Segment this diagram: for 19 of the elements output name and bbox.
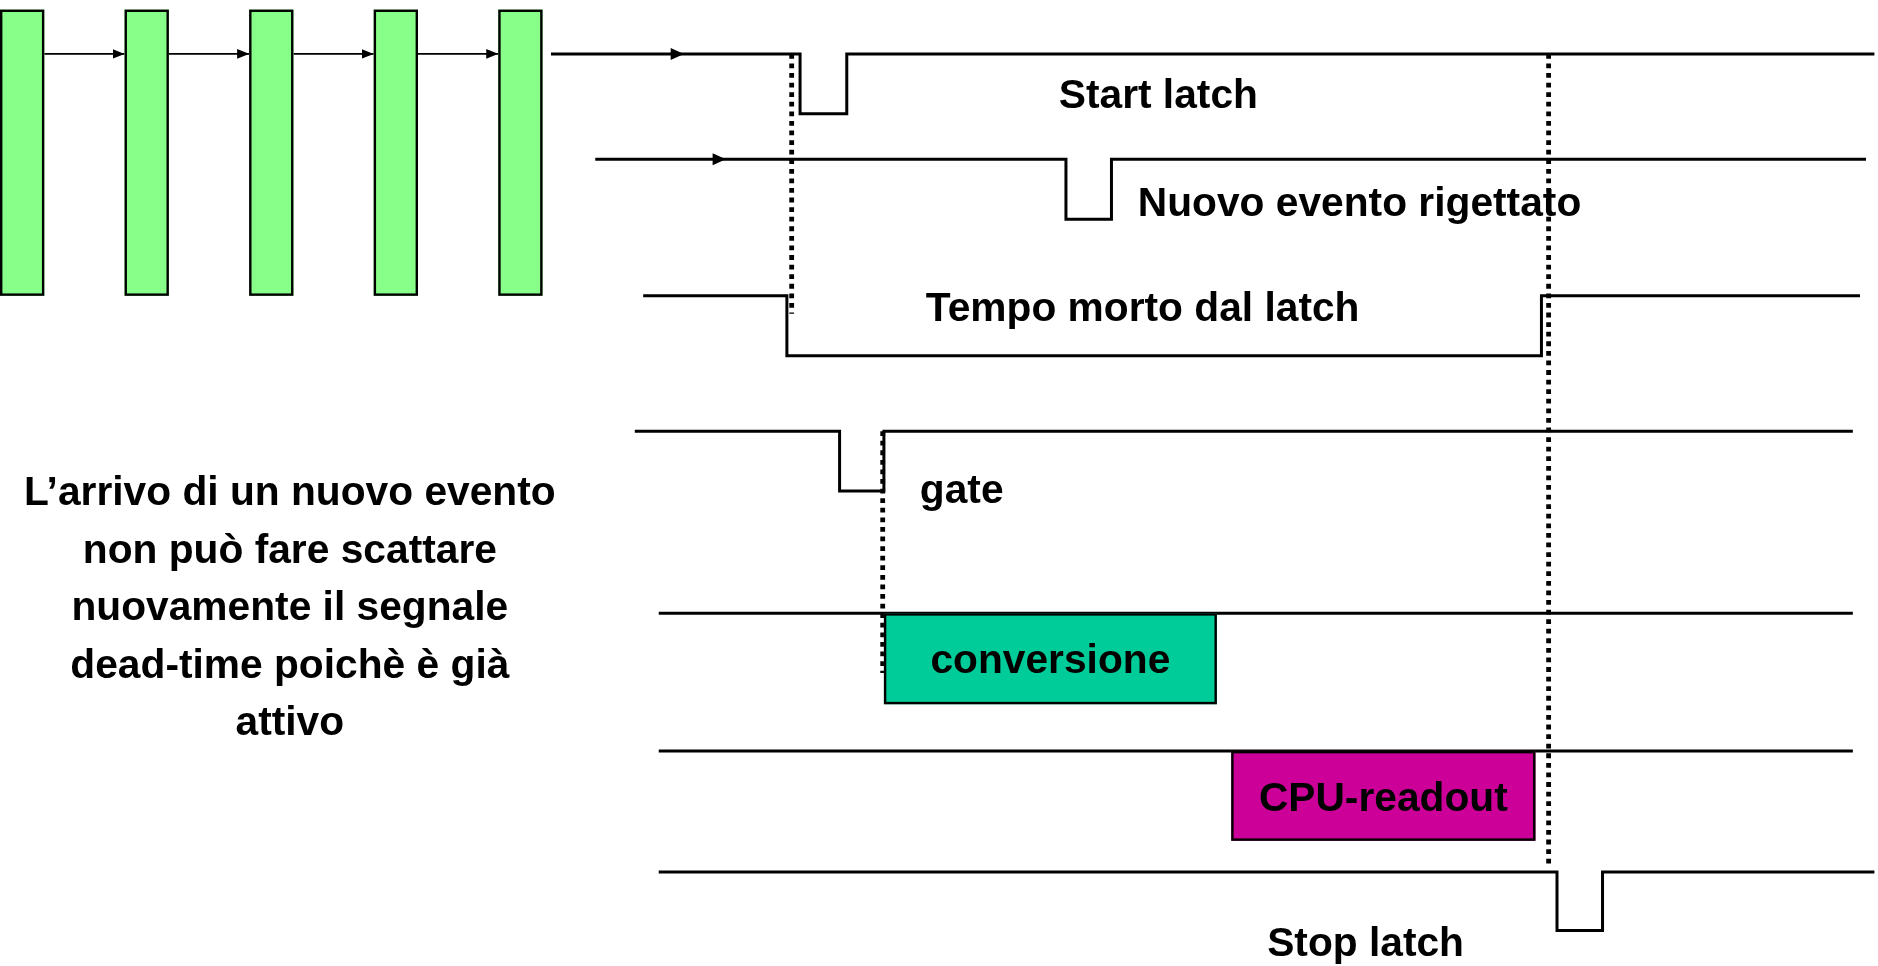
arrow: [43, 49, 126, 59]
arrow: [292, 49, 375, 59]
signal-label: Tempo morto dal latch: [925, 282, 1360, 331]
timing-window-box: [883, 613, 1217, 705]
signal-label: Stop latch: [1267, 917, 1464, 966]
pulse-bar: [249, 9, 294, 296]
signal-label: Start latch: [1058, 69, 1258, 118]
arrow: [168, 49, 250, 59]
pulse-bar: [373, 9, 418, 296]
signal-label: Nuovo evento rigettato: [1137, 177, 1582, 226]
window-label: conversione: [930, 635, 1171, 683]
pulse-bar: [498, 9, 543, 296]
pulse-bar: [0, 9, 45, 296]
arrow: [417, 49, 500, 59]
note-paragraph: L’arrivo di un nuovo evento non può fare scattare nuovamente il segnale dead-time poichè è già attivo: [22, 467, 557, 746]
timing-window-box: [1231, 750, 1536, 841]
pulse-bar: [124, 9, 169, 296]
window-label: CPU-readout: [1258, 772, 1508, 820]
signal-label: gate: [919, 464, 1004, 513]
